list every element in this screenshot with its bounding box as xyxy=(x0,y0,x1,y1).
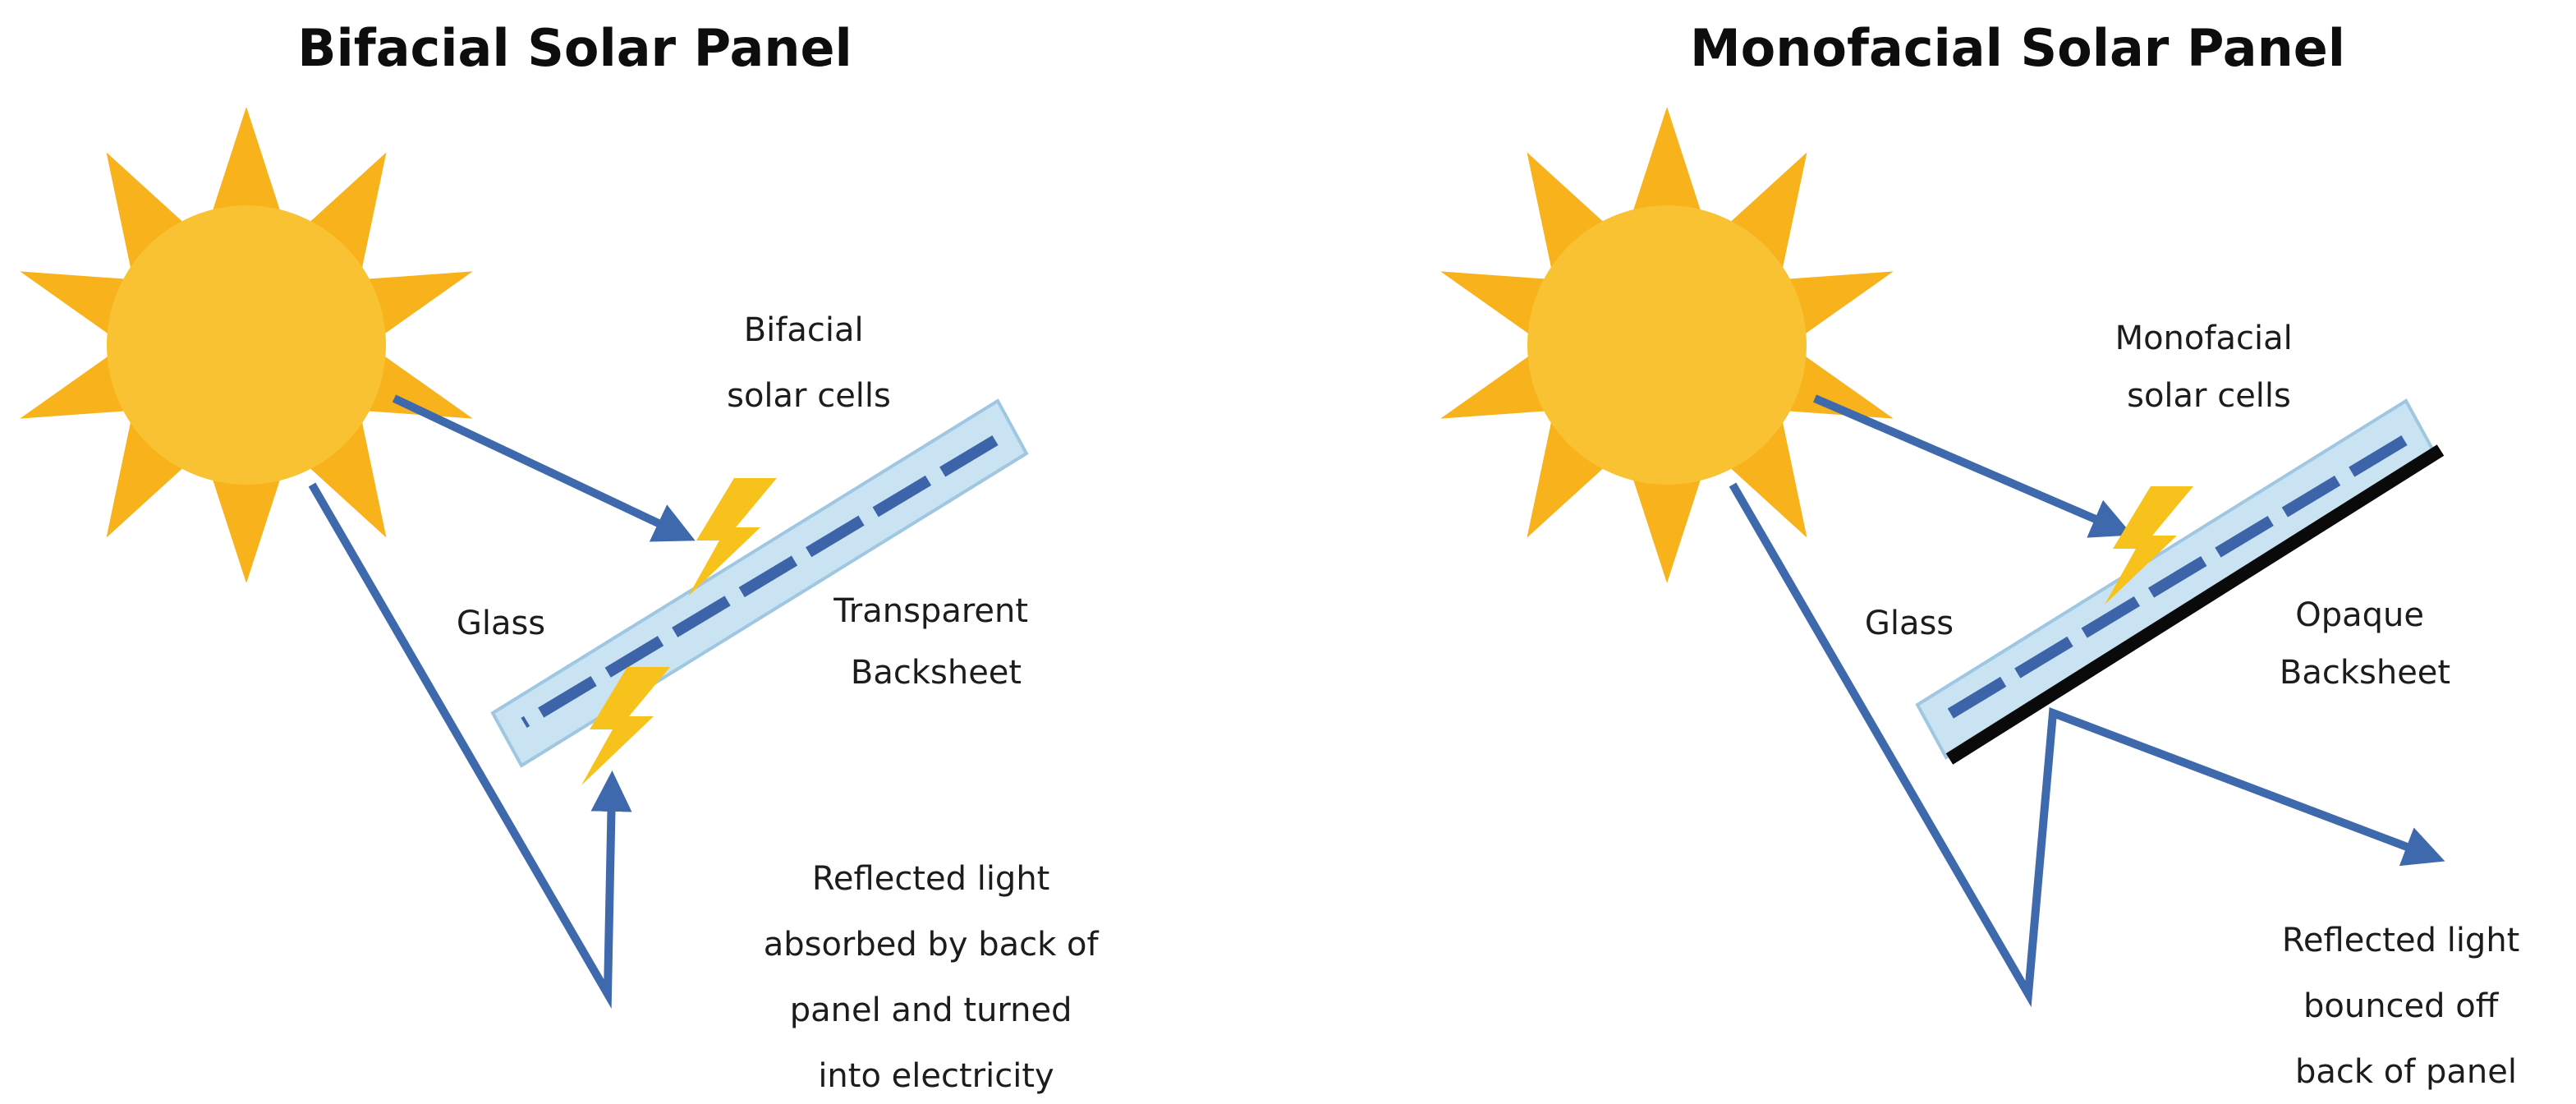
monofacial-reflected-light-caption: Reflected light bounced off back of pane… xyxy=(2282,922,2530,1091)
monofacial-title: Monofacial Solar Panel xyxy=(1690,18,2345,78)
monofacial-glass-label: Glass xyxy=(1865,605,1954,642)
opaque-backsheet xyxy=(1945,444,2445,765)
sun-icon xyxy=(20,107,473,583)
monofacial-cells-label: Monofacial solar cells xyxy=(2115,320,2303,415)
monofacial-solar-cells xyxy=(1945,435,2408,720)
opaque-backsheet-label: Opaque Backsheet xyxy=(2280,596,2450,692)
bifacial-solar-cells xyxy=(521,435,999,729)
bifacial-reflected-light-caption: Reflected light absorbed by back of pane… xyxy=(764,860,1109,1095)
bifacial-title: Bifacial Solar Panel xyxy=(297,18,852,78)
bifacial-glass-label: Glass xyxy=(457,605,545,642)
sun-icon xyxy=(1440,107,1894,583)
monofacial-section: Monofacial Solar Panel Monofacial solar … xyxy=(1440,18,2530,1091)
bifacial-cells-label: Bifacial solar cells xyxy=(727,311,891,415)
bifacial-section: Bifacial Solar Panel Bifacial solar cell… xyxy=(20,18,1109,1095)
bounced-light-path xyxy=(1729,482,2445,1008)
monofacial-panel xyxy=(1915,398,2445,765)
ground-reflection-path xyxy=(308,482,632,1009)
bifacial-panel xyxy=(490,398,1029,768)
incoming-light-arrow xyxy=(1813,394,2133,538)
transparent-backsheet-label: Transparent Backsheet xyxy=(833,592,1039,692)
incoming-light-arrow xyxy=(392,394,696,542)
